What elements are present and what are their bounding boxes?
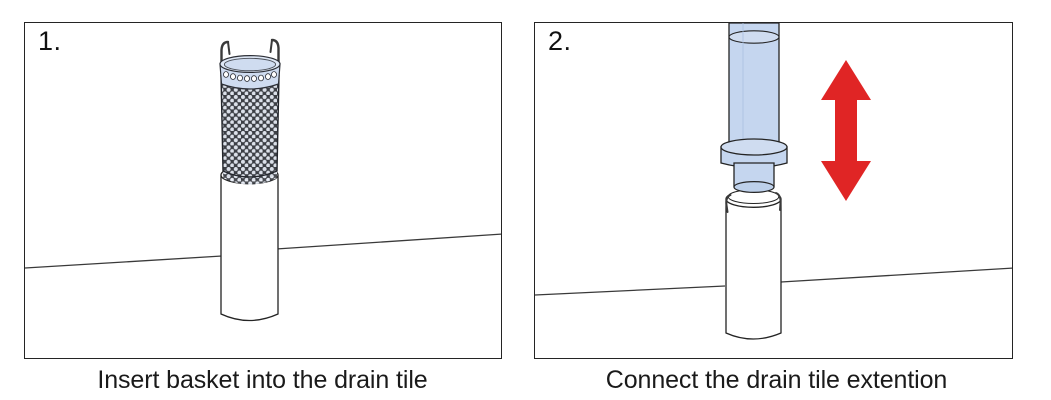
ground-line (535, 267, 1012, 296)
drain-tile-extension (720, 23, 788, 194)
hanging-hooks (725, 192, 782, 213)
step-number-2: 2. (548, 26, 572, 56)
basket-mesh-body (220, 74, 280, 185)
drain-tile-pipe (725, 189, 782, 340)
ground-line (25, 233, 501, 269)
panel-2-caption: Connect the drain tile extention (605, 366, 948, 394)
hanging-hooks (220, 38, 280, 70)
filter-basket (219, 38, 281, 185)
panel-2-illustration (535, 23, 1012, 340)
step-number-1: 1. (38, 26, 62, 56)
basket-rim (219, 54, 281, 90)
drain-tile-pipe (220, 164, 279, 322)
panel-1-caption: Insert basket into the drain tile (97, 366, 428, 394)
instruction-panel-1: 1. Insert basket into the drain tile (0, 0, 525, 400)
instruction-panel-2: 2. Connect the drain tile extention (526, 0, 1051, 400)
panel-1-frame (24, 22, 502, 359)
panel-1-illustration (25, 38, 501, 322)
panel-2-frame (534, 22, 1013, 359)
motion-arrow-icon (821, 60, 871, 201)
